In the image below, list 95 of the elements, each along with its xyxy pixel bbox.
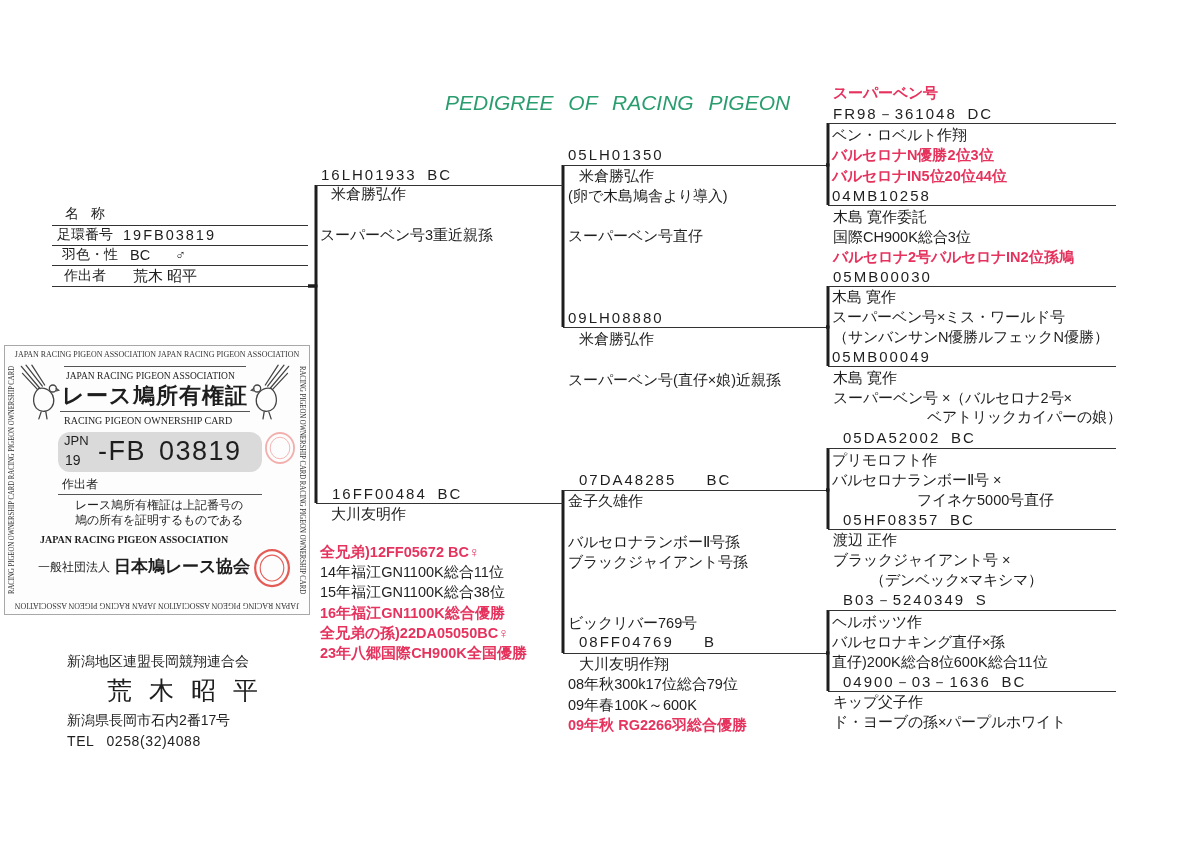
breeder-name: ヘルボッツ作	[832, 613, 922, 632]
pedigree-note: ブラックジャイアント号孫	[568, 553, 748, 572]
address-text: 新潟県長岡市石内2番17号	[67, 712, 231, 730]
owner-name: 荒木昭平	[107, 674, 275, 706]
breeder-name: キップ父子作	[833, 693, 923, 712]
pedigree-note: バルセロナ2号バルセロナIN2位孫鳩	[833, 248, 1074, 267]
pedigree-note: ブラックジャイアント号 ×	[833, 551, 1011, 570]
card-title: レース鳩所有権証	[62, 384, 248, 409]
race-result: 国際CH900K総合3位	[833, 228, 971, 247]
pedigree-note: スーパーベン号(直仔×娘)近親孫	[568, 371, 782, 390]
pedigree-note: バルセロナランボーⅡ号 ×	[832, 471, 1002, 490]
ring-number: 05DA52002 BC	[843, 428, 976, 448]
ring-number: 05MB00030	[833, 267, 932, 287]
ring-number: 09LH08880	[568, 308, 664, 328]
pedigree-note: スーパーベン号3重近親孫	[320, 226, 494, 245]
ring-number: 07DA48285 BC	[579, 470, 732, 490]
race-result: 14年福江GN1100K総合11位	[320, 563, 504, 582]
breeder-name: ベン・ロベルト作翔	[832, 126, 967, 145]
breeder-name: 米倉勝弘作	[579, 167, 654, 186]
breeder-name: 渡辺 正作	[833, 531, 898, 550]
race-result: 23年八郷国際CH900K全国優勝	[320, 644, 527, 663]
bracket-line	[825, 286, 830, 329]
card-subtitle: RACING PIGEON OWNERSHIP CARD	[64, 414, 233, 427]
number-plate	[58, 432, 262, 472]
breeder-name: 米倉勝弘作	[579, 330, 654, 349]
sibling-note: 全兄弟)12FF05672 BC♀	[320, 543, 480, 562]
association-name: JAPAN RACING PIGEON ASSOCIATION	[40, 533, 229, 546]
pigeon-name: ビックリバー769号	[568, 614, 698, 633]
bracket-line	[308, 284, 318, 503]
ring-number: 04MB10258	[832, 186, 931, 206]
pedigree-note: （サンバンサンN優勝ルフェックN優勝）	[833, 328, 1109, 347]
club-name: 新潟地区連盟長岡競翔連合会	[67, 653, 249, 671]
race-result: バルセロナN優勝2位3位	[832, 146, 994, 165]
race-result: 08年秋300k17位総合79位	[568, 675, 738, 694]
breeder-name: 木島 寛作	[833, 369, 898, 388]
association-name: JAPAN RACING PIGEON ASSOCIATION	[66, 371, 235, 383]
breeder-name: 木島 寛作委託	[833, 208, 928, 227]
breeder-name: 大川友明作翔	[579, 655, 669, 674]
ring-number: 08FF04769 B	[579, 632, 716, 652]
ring-number: 04900－03－1636 BC	[843, 672, 1027, 692]
ring-number: -FB 03819	[98, 437, 242, 467]
pedigree-note: (卵で木島鳩舎より導入)	[568, 187, 728, 206]
pedigree-note: （デンベック×マキシマ）	[870, 571, 1044, 590]
sex-value: ♂	[175, 246, 186, 265]
pedigree-note: スーパーベン号×ミス・ワールド号	[832, 308, 1066, 327]
breeder-name: 米倉勝弘作	[331, 185, 406, 204]
certification-text: レース鳩所有権証は上記番号の鳩の所有を証明するものである	[74, 497, 244, 528]
ownership-card	[4, 345, 310, 615]
pedigree-note: フイネケ5000号直仔	[917, 491, 1055, 510]
race-result: 09年秋 RG2266羽総合優勝	[568, 716, 748, 735]
field-label: 足環番号	[57, 226, 113, 244]
legal-status-text: 一般社団法人	[38, 559, 110, 575]
breeder-name: 木島 寛作	[832, 288, 897, 307]
year-code: 19	[65, 452, 81, 470]
field-label: 羽色・性	[62, 246, 118, 264]
bracket-line	[825, 448, 830, 492]
breeder-name: 大川友明作	[331, 505, 406, 524]
association-name: 日本鳩レース協会	[114, 555, 250, 577]
breeder-name: 荒木 昭平	[133, 267, 198, 286]
border-text: JAPAN RACING PIGEON ASSOCIATION JAPAN RACING PIGEON ASSOCIATION	[14, 351, 300, 359]
border-text: RACING PIGEON OWNERSHIP CARD RACING PIGEON OWNERSHIP CARD	[8, 365, 16, 595]
ring-number: FR98－361048 DC	[833, 104, 994, 124]
race-result: 15年福江GN1100K総合38位	[320, 583, 505, 602]
breeder-name: 金子久雄作	[568, 492, 643, 511]
sibling-note: 全兄弟の孫)22DA05050BC♀	[320, 624, 510, 643]
ring-number: 05MB00049	[832, 347, 931, 367]
ring-number: 16LH01933 BC	[321, 165, 453, 185]
ring-number: 05HF08357 BC	[843, 510, 975, 530]
race-result: バルセロナIN5位20位44位	[832, 167, 1007, 186]
pedigree-note: スーパーベン号 ×（バルセロナ2号×	[833, 389, 1073, 408]
bracket-line	[825, 610, 830, 655]
field-label: 名称	[65, 205, 118, 223]
pedigree-note: ド・ヨーブの孫×パープルホワイト	[833, 713, 1067, 732]
ring-number: B03－5240349 S	[843, 590, 988, 610]
chart-title: PEDIGREE OF RACING PIGEON	[445, 90, 791, 116]
pedigree-note: バルセロナキング直仔×孫	[832, 633, 1006, 652]
border-text: JAPAN RACING PIGEON ASSOCIATION JAPAN RACING PIGEON ASSOCIATION	[14, 601, 300, 609]
pedigree-note: ベアトリックカイパーの娘）	[927, 408, 1122, 427]
breeder-name: プリモロフト作	[832, 451, 937, 470]
race-result: 直仔)200K総合8位600K総合11位	[832, 653, 1048, 672]
ring-number: 16FF00484 BC	[332, 484, 463, 504]
bracket-line	[825, 123, 830, 167]
country-code: JPN	[64, 433, 89, 450]
ring-number: 19FB03819	[123, 226, 216, 245]
race-result: 16年福江GN1100K総合優勝	[320, 604, 505, 623]
race-result: 09年春100K～600K	[568, 696, 697, 715]
field-label: 作出者	[62, 477, 98, 492]
color-code: BC	[130, 246, 151, 265]
pedigree-note: バルセロナランボーⅡ号孫	[568, 533, 740, 552]
border-text: RACING PIGEON OWNERSHIP CARD RACING PIGEON OWNERSHIP CARD	[298, 365, 306, 595]
field-label: 作出者	[64, 267, 106, 285]
pigeon-name: スーパーベン号	[833, 84, 938, 103]
phone-number: TEL 0258(32)4088	[67, 733, 201, 751]
pedigree-note: スーパーベン号直仔	[568, 227, 703, 246]
ring-number: 05LH01350	[568, 145, 664, 165]
